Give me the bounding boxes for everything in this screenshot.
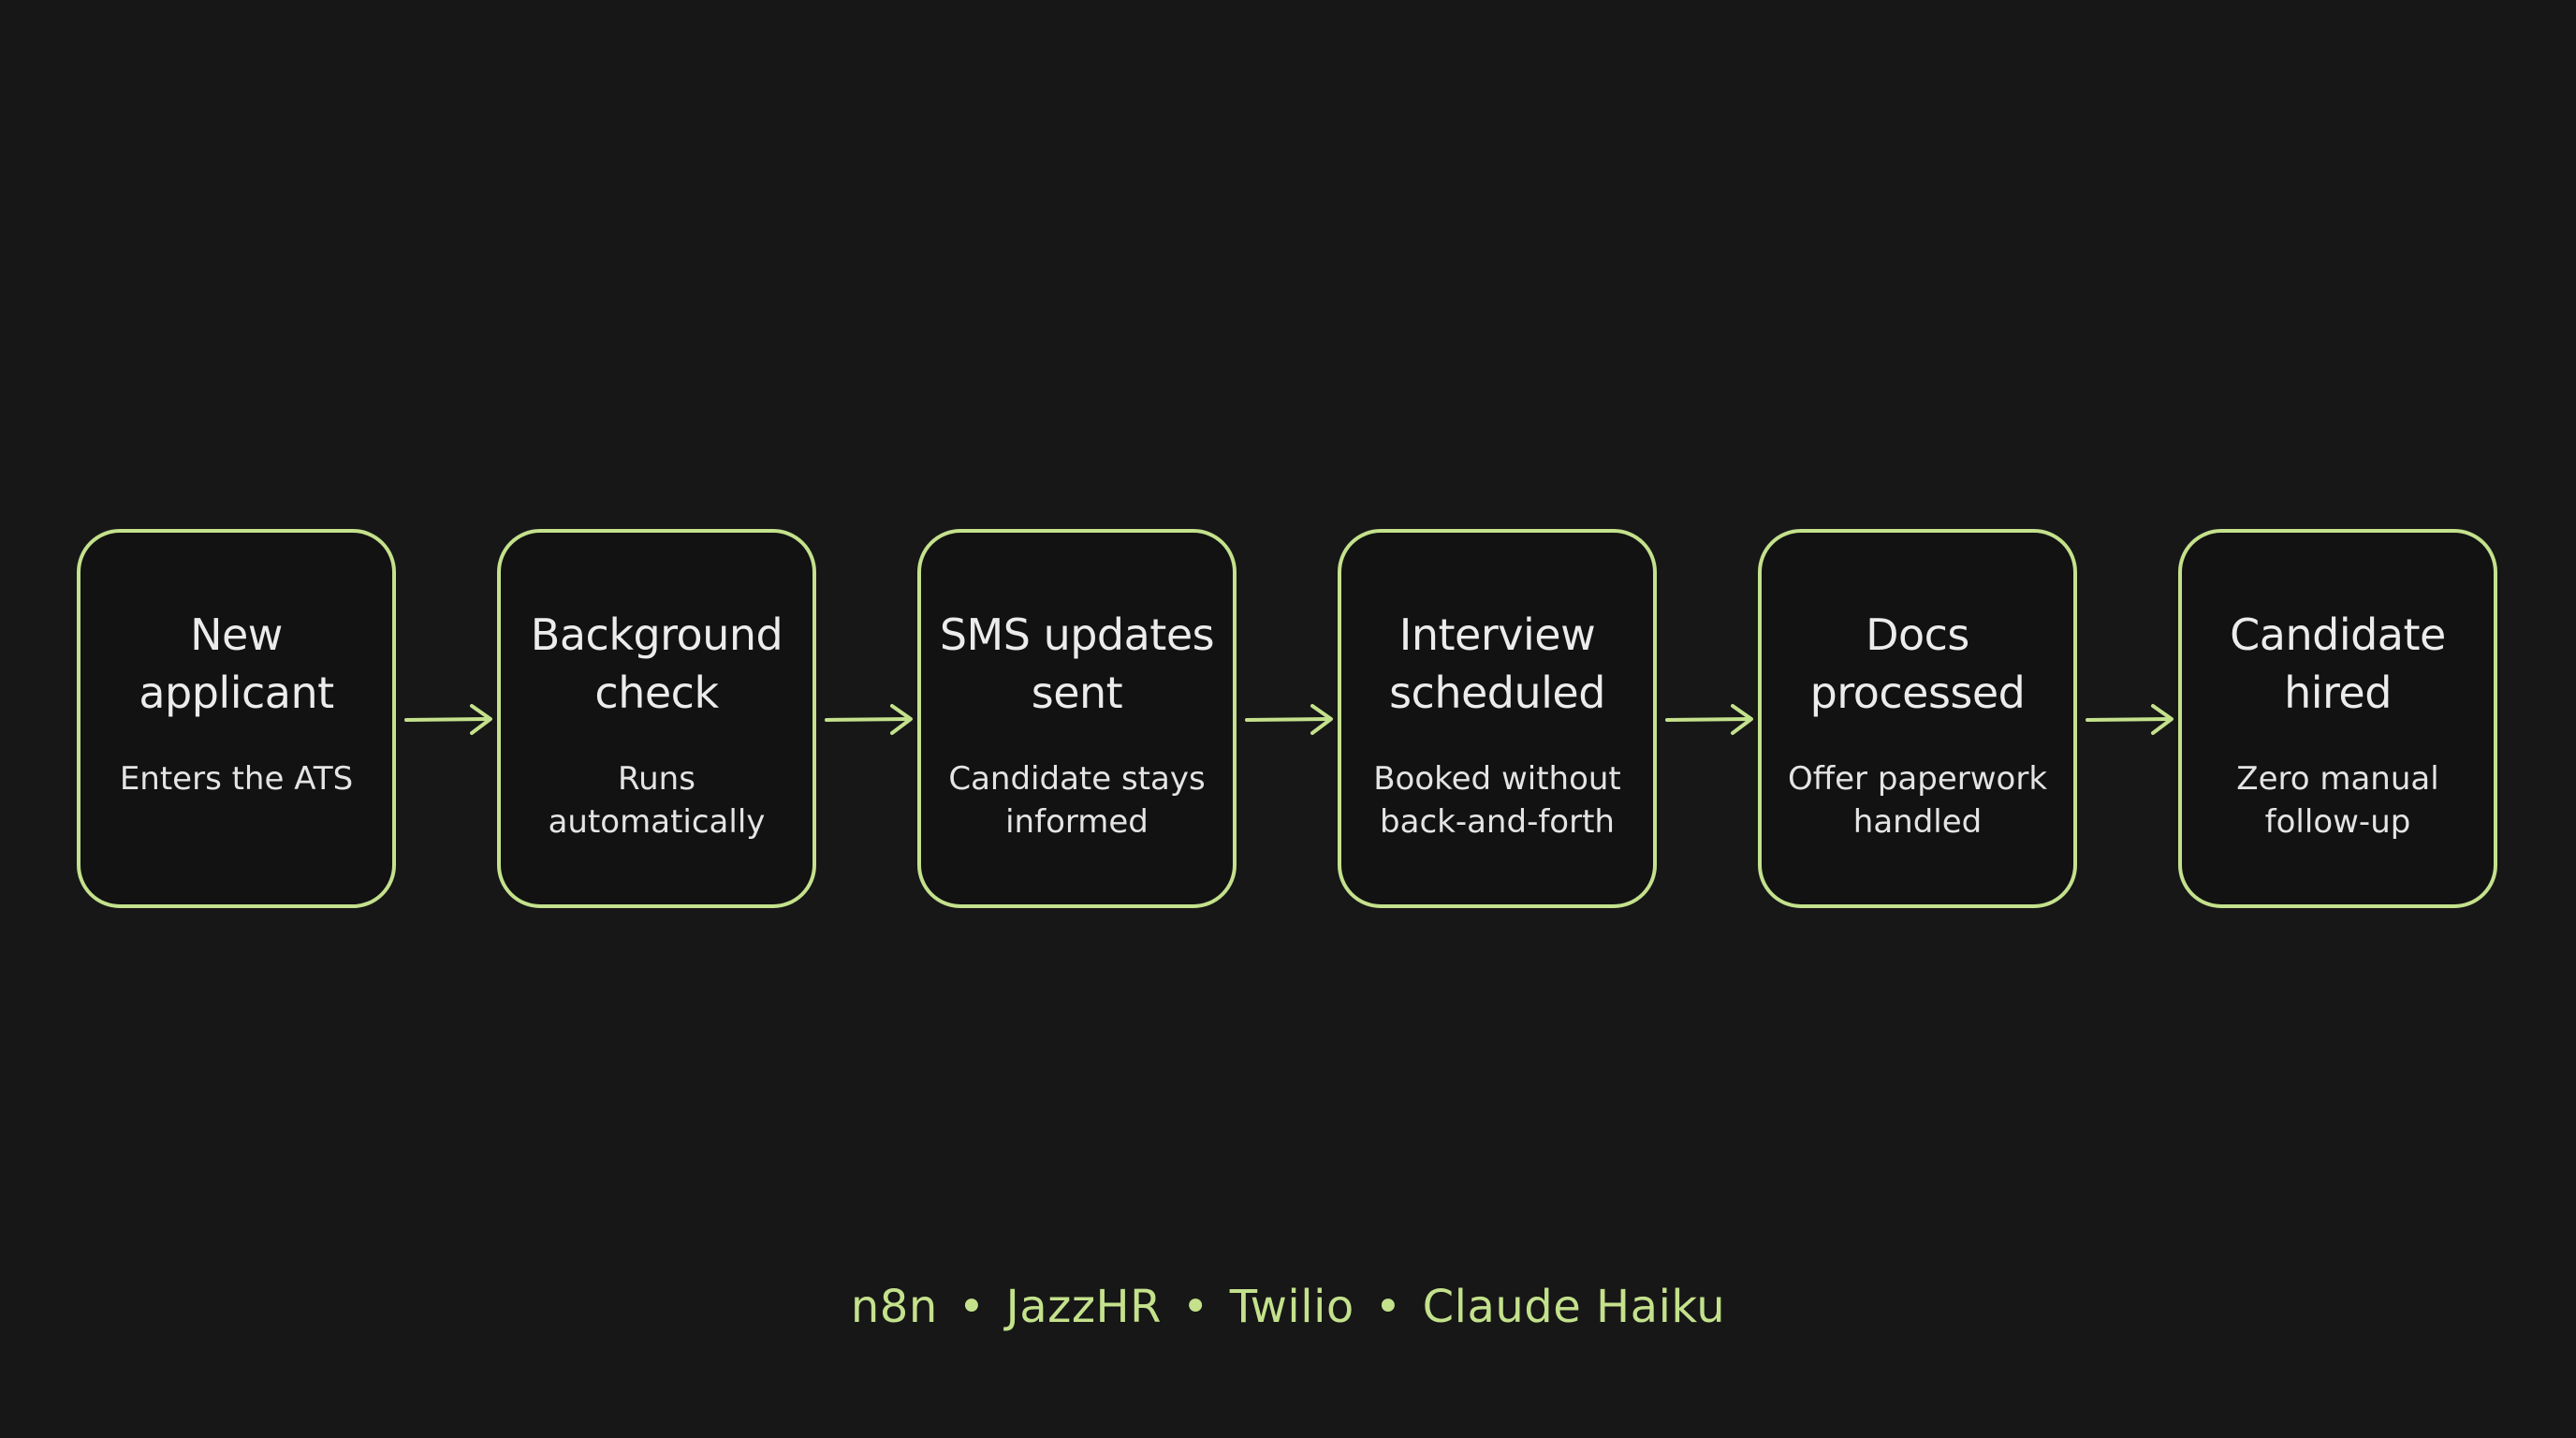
step-interview-scheduled: Interview scheduled Booked without back-… bbox=[1338, 529, 1657, 908]
tool-name: n8n bbox=[850, 1281, 938, 1333]
arrow-right-icon bbox=[1665, 704, 1753, 735]
arrow-right-icon bbox=[2086, 704, 2174, 735]
step-description: Offer paperwork handled bbox=[1762, 757, 2073, 844]
step-title: Candidate hired bbox=[2182, 606, 2494, 722]
step-title-line: Candidate bbox=[2230, 609, 2446, 660]
step-description: Booked without back-and-forth bbox=[1341, 757, 1653, 844]
step-title: SMS updates sent bbox=[921, 606, 1233, 722]
step-description-line: Offer paperwork bbox=[1787, 760, 2048, 798]
step-title: Interview scheduled bbox=[1341, 606, 1653, 722]
step-title: New applicant bbox=[80, 606, 392, 722]
step-description: Enters the ATS bbox=[80, 757, 392, 800]
step-title-line: New bbox=[190, 609, 283, 660]
step-title-line: hired bbox=[2284, 668, 2392, 718]
step-title-line: processed bbox=[1809, 668, 2026, 718]
step-description: Runs automatically bbox=[501, 757, 812, 844]
step-description: Candidate stays informed bbox=[921, 757, 1233, 844]
step-title-line: check bbox=[594, 668, 719, 718]
step-description-line: Runs bbox=[618, 760, 695, 798]
step-description-line: handled bbox=[1852, 803, 1983, 841]
step-docs-processed: Docs processed Offer paperwork handled bbox=[1758, 529, 2077, 908]
step-description-line: Zero manual bbox=[2236, 760, 2439, 798]
step-title-line: SMS updates bbox=[939, 609, 1215, 660]
step-title-line: applicant bbox=[139, 668, 334, 718]
step-description-line: Enters the ATS bbox=[119, 760, 354, 798]
step-sms-updates-sent: SMS updates sent Candidate stays informe… bbox=[917, 529, 1237, 908]
tool-name: Twilio bbox=[1229, 1281, 1354, 1333]
step-title-line: Background bbox=[530, 609, 783, 660]
separator-dot: • bbox=[958, 1281, 986, 1333]
arrow-right-icon bbox=[1245, 704, 1333, 735]
step-description-line: follow-up bbox=[2264, 803, 2411, 841]
step-description-line: informed bbox=[1005, 803, 1149, 841]
step-candidate-hired: Candidate hired Zero manual follow-up bbox=[2178, 529, 2497, 908]
arrow-right-icon bbox=[404, 704, 492, 735]
step-title-line: scheduled bbox=[1389, 668, 1605, 718]
step-title: Background check bbox=[501, 606, 812, 722]
tools-footer: n8n • JazzHR • Twilio • Claude Haiku bbox=[0, 1279, 2576, 1335]
step-new-applicant: New applicant Enters the ATS bbox=[77, 529, 396, 908]
tool-name: JazzHR bbox=[1005, 1281, 1162, 1333]
step-title-line: sent bbox=[1031, 668, 1123, 718]
step-description: Zero manual follow-up bbox=[2182, 757, 2494, 844]
tool-name: Claude Haiku bbox=[1422, 1281, 1726, 1333]
step-description-line: back-and-forth bbox=[1380, 803, 1615, 841]
step-title: Docs processed bbox=[1762, 606, 2073, 722]
step-background-check: Background check Runs automatically bbox=[497, 529, 816, 908]
step-title-line: Interview bbox=[1398, 609, 1596, 660]
separator-dot: • bbox=[1181, 1281, 1209, 1333]
separator-dot: • bbox=[1374, 1281, 1402, 1333]
step-description-line: Candidate stays bbox=[948, 760, 1206, 798]
step-description-line: automatically bbox=[548, 803, 766, 841]
step-description-line: Booked without bbox=[1373, 760, 1621, 798]
step-title-line: Docs bbox=[1866, 609, 1969, 660]
arrow-right-icon bbox=[825, 704, 913, 735]
